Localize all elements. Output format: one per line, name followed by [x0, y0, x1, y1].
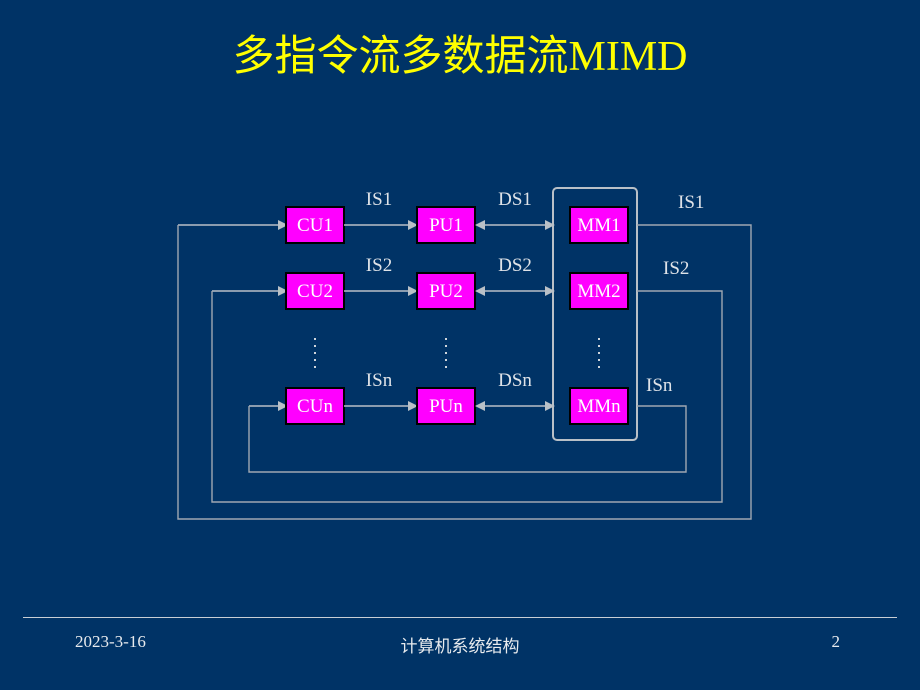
dsn-label: DSn: [498, 370, 532, 391]
ds1-label: DS1: [498, 189, 532, 210]
isn-label: ISn: [366, 370, 393, 391]
is1-arrow: [344, 220, 418, 230]
feedback-is2-label: IS2: [663, 258, 689, 279]
feedback-loop-isn: [248, 405, 687, 473]
ds2-label: DS2: [498, 255, 532, 276]
box-mm1: [569, 206, 629, 244]
ds2-arrow: [475, 286, 555, 296]
feedback-arrow-cun: [249, 401, 288, 411]
box-pu1: [416, 206, 476, 244]
box-cun-label: CUn: [297, 396, 333, 417]
footer-divider: [23, 617, 897, 618]
box-cu1-label: CU1: [297, 215, 333, 236]
box-cu2: [285, 272, 345, 310]
footer-course-title: 计算机系统结构: [400, 637, 520, 656]
feedback-loop-is1: [177, 224, 752, 520]
is2-label: IS2: [366, 255, 392, 276]
mimd-architecture-diagram: CU1 IS1 PU1 DS1 CU2 IS2 PU2: [177, 187, 752, 520]
feedback-is1-label: IS1: [678, 192, 704, 213]
box-mm1-label: MM1: [577, 215, 620, 236]
box-mmn: [569, 387, 629, 425]
feedback-loop-is2: [211, 290, 723, 503]
box-pu2: [416, 272, 476, 310]
box-cu2-label: CU2: [297, 281, 333, 302]
memory-module-frame: [552, 187, 638, 441]
page-title: 多指令流多数据流MIMD: [232, 34, 688, 80]
isn-arrow: [344, 401, 418, 411]
dsn-arrow: [475, 401, 555, 411]
box-pu2-label: PU2: [429, 281, 463, 302]
box-pu1-label: PU1: [429, 215, 463, 236]
footer-page-number: 2: [831, 632, 841, 651]
is2-arrow: [344, 286, 418, 296]
footer-date: 2023-3-16: [75, 632, 146, 651]
box-cu1: [285, 206, 345, 244]
box-pun-label: PUn: [429, 396, 463, 417]
feedback-arrow-cu1: [178, 220, 288, 230]
box-mmn-label: MMn: [577, 396, 621, 417]
box-mm2-label: MM2: [577, 281, 620, 302]
feedback-isn-label: ISn: [646, 375, 673, 396]
is1-label: IS1: [366, 189, 392, 210]
box-mm2: [569, 272, 629, 310]
feedback-arrow-cu2: [212, 286, 288, 296]
ds1-arrow: [475, 220, 555, 230]
